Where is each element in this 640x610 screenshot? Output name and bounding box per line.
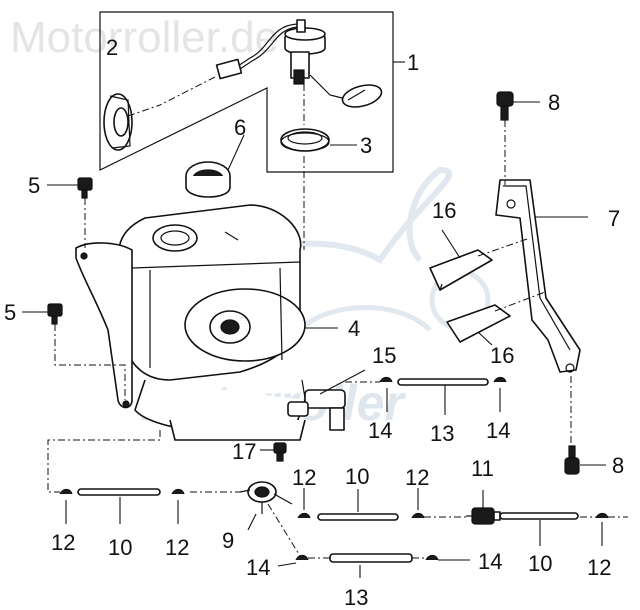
callout-8b: 8 [612,453,624,478]
hose-13-lower [267,503,470,578]
callout-9: 9 [222,528,234,553]
callout-1: 1 [407,50,419,75]
route-left [47,430,161,493]
hose-13-upper [345,376,507,415]
fuel-tank [75,204,338,441]
hose-10-left [59,488,185,524]
fuel-cap [185,134,245,198]
callout-5a: 5 [28,173,40,198]
callout-5b: 5 [4,300,16,325]
callout-12c: 12 [292,465,316,490]
callout-3: 3 [360,133,372,158]
sender-gasket [103,93,161,151]
callout-17: 17 [232,439,256,464]
callout-14c: 14 [246,555,270,580]
hose-10-middle [297,488,468,521]
callout-12a: 12 [51,530,75,555]
bolt-5-lower [22,303,126,400]
bolt-5-upper [47,177,93,248]
callout-10a: 10 [108,535,132,560]
hose-10-right [499,512,628,546]
callout-10b: 10 [345,464,369,489]
callout-13b: 13 [344,585,368,610]
callout-8a: 8 [548,90,560,115]
fuel-pump-group-frame [99,11,394,173]
callout-14b: 14 [486,418,510,443]
connector-plug [159,58,243,106]
fuel-valve [287,369,366,431]
callout-2: 2 [106,35,118,60]
callout-14a: 14 [368,418,392,443]
callout-12e: 12 [587,555,611,580]
watermark-top: Motorroller.de [10,13,279,62]
bolt-8-lower [564,376,606,475]
bolt-8-upper [496,91,540,185]
callout-6: 6 [234,115,246,140]
tank-bracket [495,179,588,373]
fuel-sender-unit [237,19,383,108]
screw-17 [260,442,287,462]
rubber-pad-upper [429,229,531,291]
callout-4: 4 [348,316,360,341]
callout-13a: 13 [430,421,454,446]
t-fitting [239,481,293,531]
callout-12b: 12 [165,535,189,560]
callout-10c: 10 [528,551,552,576]
inline-filter [466,490,501,525]
callout-15: 15 [372,343,396,368]
callout-11: 11 [471,456,494,481]
callout-14d: 14 [478,549,502,574]
callout-16b: 16 [490,343,514,368]
o-ring [280,128,357,152]
rubber-pad-lower [446,291,546,346]
callout-7: 7 [608,206,620,231]
callout-12d: 12 [405,465,429,490]
callout-16a: 16 [432,198,456,223]
